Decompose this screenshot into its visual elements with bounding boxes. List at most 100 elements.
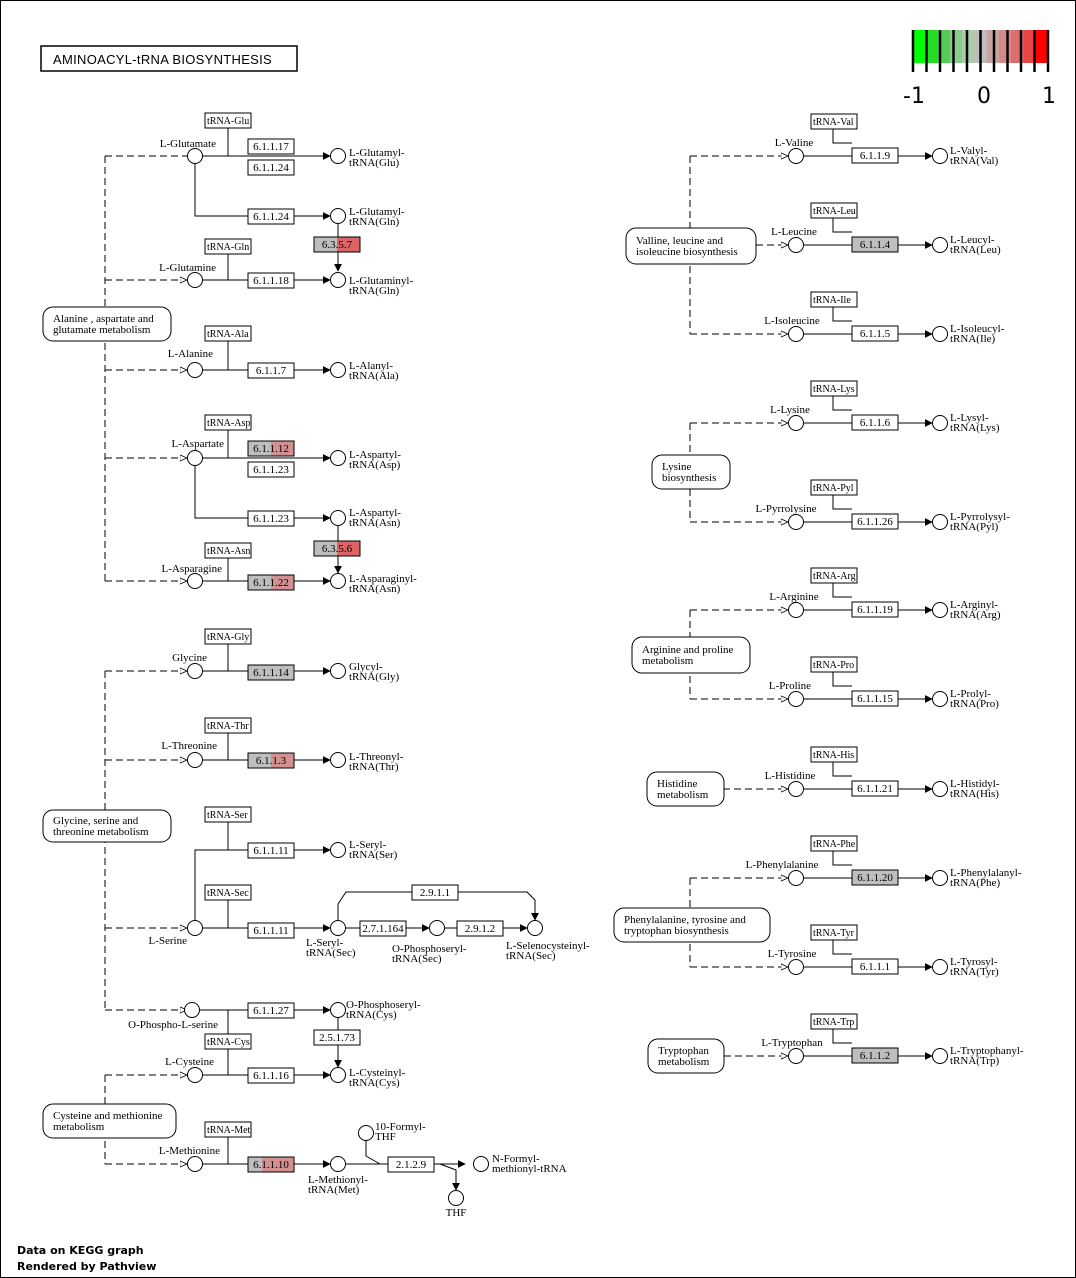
enzyme-label: 6.1.1.18	[253, 275, 289, 287]
map-box-phe_tyr_trp	[613, 907, 771, 943]
reaction-line	[832, 851, 852, 866]
enzyme-fill-red-2	[276, 1157, 294, 1172]
legend-swatch	[949, 30, 963, 63]
trna-box-sec	[204, 884, 252, 901]
enzyme-label: 6.1.1.23	[253, 513, 289, 525]
enzyme-e_pyl: 6.1.1.26	[851, 513, 899, 530]
enzyme-label: 6.1.1.1	[860, 961, 890, 973]
product-ser_trna	[330, 842, 346, 858]
reaction-line	[365, 1141, 381, 1165]
enzyme-label: 6.1.1.22	[253, 577, 289, 589]
enzyme-label: 6.1.1.4	[860, 239, 891, 251]
product-cys_trna	[330, 1067, 346, 1083]
product-label-pser_trna_sec-line-1: O-Phosphoseryl-	[392, 943, 467, 955]
product-his_trna	[932, 781, 948, 797]
compound-asn	[187, 573, 203, 589]
product-label-tyr_trna-line-1: L-Tyrosyl-	[950, 956, 998, 968]
product-label-pser_trna_cys-line-1: O-Phosphoseryl-	[346, 999, 421, 1011]
trna-box-asp	[204, 414, 252, 431]
product-pser_trna_sec	[429, 920, 445, 936]
enzyme-label: 6.1.1.15	[857, 693, 893, 705]
product-label-pyl_trna-line-1: L-Pyrrolysyl-	[950, 511, 1010, 523]
trna-label-cys: tRNA-Cys	[207, 1037, 250, 1048]
enzyme-border	[411, 884, 459, 901]
compound-leu	[788, 237, 804, 253]
compound-ser	[187, 920, 203, 936]
enzyme-fill-red	[337, 237, 360, 252]
map-label-gly_ser_thr-2: threonine metabolism	[53, 826, 149, 838]
pathway-title: AMINOACYL-tRNA BIOSYNTHESIS	[53, 52, 272, 67]
enzyme-e_met: 6.1.1.10	[247, 1156, 295, 1173]
compound-lys	[788, 415, 804, 431]
reaction-line	[832, 672, 852, 687]
product-ser_trna_sec	[330, 920, 346, 936]
enzyme-label: 6.3.5.6	[322, 543, 353, 555]
product-label-cys_trna-line-2: tRNA(Cys)	[349, 1077, 400, 1089]
compound-formylthf	[358, 1125, 374, 1141]
compound-label-pyl: L-Pyrrolysine	[755, 503, 816, 515]
reaction-line	[832, 495, 852, 510]
product-label-gly_trna-line-1: Glycyl-	[349, 661, 383, 673]
map-box-ala_asp_glu	[42, 306, 172, 342]
product-label-pser_trna_cys-line-2: tRNA(Cys)	[346, 1009, 397, 1021]
reaction-line	[439, 1163, 460, 1191]
trna-label-gln: tRNA-Gln	[207, 242, 249, 253]
product-gln_trna	[330, 272, 346, 288]
legend-label-min: -1	[903, 84, 925, 109]
enzyme-border	[247, 1002, 295, 1019]
product-glu_trna_glu	[330, 148, 346, 164]
product-label-glu_trna_gln-line-1: L-Glutamyl-	[349, 206, 405, 218]
product-label-asn_trna-line-1: L-Asparaginyl-	[349, 573, 417, 585]
enzyme-e_val: 6.1.1.9	[851, 147, 899, 164]
enzyme-e_fmet: 2.1.2.9	[387, 1156, 435, 1173]
enzyme-border	[851, 1047, 899, 1064]
compound-met	[187, 1156, 203, 1172]
enzyme-e_arg: 6.1.1.19	[851, 601, 899, 618]
product-label-pyl_trna-line-2: tRNA(Pyl)	[950, 521, 999, 533]
compound-gln	[187, 272, 203, 288]
trna-label-ala: tRNA-Ala	[207, 329, 249, 340]
product-pyl_trna	[932, 514, 948, 530]
compound-ala	[187, 362, 203, 378]
enzyme-fill-red	[337, 541, 360, 556]
product-label-glu_trna_glu-line-2: tRNA(Glu)	[349, 157, 399, 169]
trna-label-lys: tRNA-Lys	[813, 384, 855, 395]
enzyme-label: 6.1.1.19	[857, 604, 893, 616]
map-box-cys_met	[42, 1103, 177, 1139]
product-label-tyr_trna-line-2: tRNA(Tyr)	[950, 966, 999, 978]
map-label-his-1: Histidine	[657, 778, 697, 790]
trna-box-lys	[810, 380, 858, 397]
map-label-lys-2: biosynthesis	[662, 472, 716, 484]
product-label-asp_trna_asp-line-2: tRNA(Asp)	[349, 459, 401, 471]
trna-label-asp: tRNA-Asp	[207, 418, 250, 429]
enzyme-e_pser: 6.1.1.27	[247, 1002, 295, 1019]
product-phe_trna	[932, 870, 948, 886]
enzyme-label: 2.7.1.164	[362, 923, 404, 935]
enzyme-e_asp1: 6.1.1.12	[247, 440, 295, 457]
compound-label-met: L-Methionine	[159, 1145, 220, 1157]
enzyme-border	[247, 1156, 295, 1173]
trna-label-ser: tRNA-Ser	[207, 810, 248, 821]
compound-thr	[187, 752, 203, 768]
map-label-cys_met-1: Cysteine and methionine	[53, 1110, 162, 1122]
enzyme-e_ile: 6.1.1.5	[851, 325, 899, 342]
product-label-gln_trna-line-1: L-Glutaminyl-	[349, 275, 413, 287]
enzyme-e_gly: 6.1.1.14	[247, 664, 295, 681]
product-sec_trna	[527, 920, 543, 936]
trna-label-tyr: tRNA-Tyr	[813, 928, 855, 939]
compound-label-val: L-Valine	[775, 137, 814, 149]
enzyme-fill-red	[271, 575, 294, 590]
product-arg_trna	[932, 602, 948, 618]
enzyme-border	[851, 236, 899, 253]
enzyme-label: 6.1.1.3	[256, 755, 287, 767]
trna-box-ala	[204, 325, 252, 342]
enzyme-label: 2.9.1.1	[420, 887, 450, 899]
product-glu_trna_gln	[330, 208, 346, 224]
product-label-ile_trna-line-1: L-Isoleucyl-	[950, 323, 1005, 335]
product-label-asp_trna_asn-line-2: tRNA(Asn)	[349, 517, 401, 529]
trna-box-met	[204, 1121, 252, 1138]
compound-label-asp: L-Aspartate	[171, 438, 224, 450]
enzyme-label: 6.1.1.7	[256, 365, 287, 377]
compound-tyr	[788, 959, 804, 975]
product-trp_trna	[932, 1048, 948, 1064]
